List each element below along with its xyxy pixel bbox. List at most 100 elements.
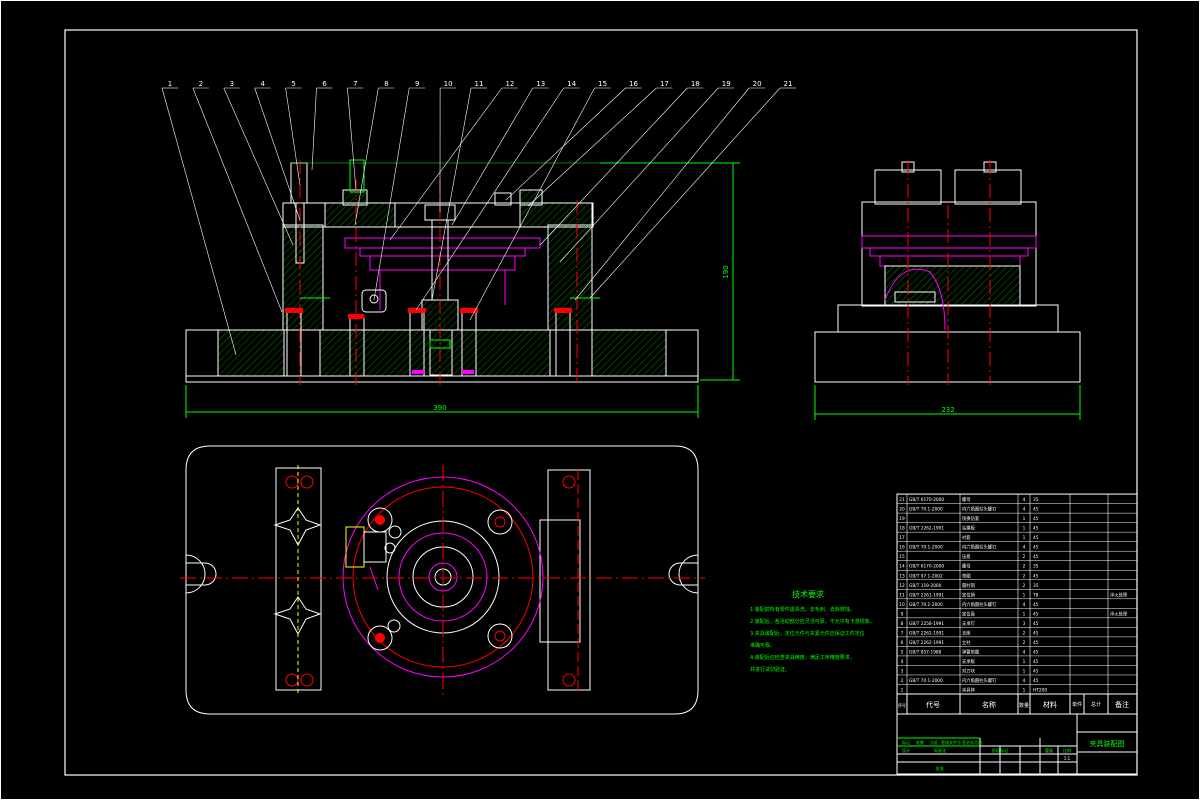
balloon-number: 21 — [784, 80, 793, 88]
balloon-number: 17 — [660, 80, 669, 88]
bom-cell: 垫圈 — [962, 572, 971, 579]
bom-cell: 2 — [901, 678, 904, 684]
tech-notes-heading: 技术要求 — [792, 589, 824, 599]
bom-cell: 45 — [1033, 554, 1039, 560]
balloon-leader — [161, 87, 237, 356]
bom-cell: 3 — [1023, 621, 1026, 627]
balloon-number: 9 — [415, 80, 419, 88]
bom-cell: 35 — [1033, 564, 1039, 570]
bom-cell: 5 — [901, 649, 904, 655]
bom-cell: 2 — [1023, 573, 1026, 579]
bom-cell: GB/T 2262-1991 — [909, 526, 944, 532]
bom-cell: 2 — [1023, 554, 1026, 560]
bom-cell: 支承钉 — [962, 620, 976, 627]
front-width-dim: 390 — [433, 404, 446, 412]
bom-cell: 3 — [901, 668, 904, 674]
tb-zone: 分区 — [930, 739, 938, 745]
bom-cell: 7 — [901, 630, 904, 636]
tb-date: 年月日 — [970, 739, 982, 745]
bom-cell: 4 — [1023, 545, 1026, 551]
balloon-leader — [311, 87, 317, 171]
balloon-number: 1 — [168, 80, 172, 88]
bom-cell: 18 — [899, 526, 905, 532]
bom-cell: 2 — [1023, 583, 1026, 589]
bom-cell: 立柱 — [962, 639, 971, 646]
tb-approve: 批准 — [936, 765, 944, 771]
balloon-number: 8 — [384, 80, 388, 88]
bom-cell: 2 — [1023, 564, 1026, 570]
technical-notes: 技术要求 1.装配前所有零件需清洗、去毛刺、去除锈蚀。 2.装配后，各活动部分应… — [750, 589, 875, 673]
bom-cell: 35 — [1033, 497, 1039, 503]
bom-cell: 1 — [1023, 516, 1026, 522]
bom-cell: 45 — [1033, 526, 1039, 532]
bom-cell: 45 — [1033, 640, 1039, 646]
bom-cell: GB/T 2262-1991 — [909, 630, 944, 636]
balloon-number: 11 — [475, 80, 484, 88]
bom-cell: 4 — [1023, 507, 1026, 513]
bom-cell: 45 — [1033, 659, 1039, 665]
bom-cell: 对刀块 — [962, 667, 976, 674]
tb-scale-value: 1:1 — [1064, 756, 1071, 761]
bom-cell: 定位盘 — [962, 610, 976, 617]
balloon-number: 7 — [353, 80, 357, 88]
bom-cell: GB/T 2258-1991 — [909, 621, 944, 627]
balloon-number: 10 — [444, 80, 453, 88]
balloon-leader — [373, 87, 410, 301]
bom-cell: 11 — [899, 592, 905, 598]
bom-cell: 内六角圆柱头螺钉 — [962, 601, 997, 608]
bom-cell: 定位销 — [962, 591, 976, 598]
bom-cell: 6 — [901, 640, 904, 646]
bom-head-index: 序号 — [898, 702, 906, 708]
bom-cell: 支座 — [962, 629, 971, 636]
bom-cell: 钻模板 — [962, 525, 976, 532]
bom-cell: GB/T 119-2000 — [909, 583, 942, 589]
bom-cell: 内六角圆柱头螺钉 — [962, 544, 997, 551]
bom-cell: GB/T 6170-2000 — [909, 564, 944, 570]
bom-cell: 45 — [1033, 649, 1039, 655]
bom-cell: 13 — [899, 573, 905, 579]
bom-cell: GB/T 97.1-2002 — [909, 573, 943, 579]
bom-cell: 45 — [1033, 678, 1039, 684]
front-height-dim: 190 — [722, 265, 730, 278]
bom-cell: 1 — [1023, 526, 1026, 532]
bom-head-remark: 备注 — [1115, 700, 1129, 709]
bom-cell: 衬套 — [962, 534, 971, 541]
balloon-leader — [574, 87, 750, 301]
bom-cell: GB/T 857-1988 — [909, 649, 942, 655]
bom-cell: GB/T 6170-2000 — [909, 497, 944, 503]
bom-cell: 45 — [1033, 621, 1039, 627]
tb-doc: 更改文件号 — [941, 739, 961, 745]
bom-cell: 圆柱销 — [962, 582, 976, 589]
side-width-dim: 232 — [941, 406, 954, 414]
balloon-leader — [285, 87, 301, 186]
tb-stage: 阶段标记 — [992, 747, 1008, 753]
balloon-number: 18 — [691, 80, 700, 88]
balloon-number: 4 — [260, 80, 265, 88]
bom-cell: 45 — [1033, 545, 1039, 551]
bom-cell: 1 — [1023, 535, 1026, 541]
balloon-leader — [451, 87, 534, 226]
bom-cell: 压板 — [962, 553, 971, 560]
bom-head-unit: 单件 — [1072, 701, 1082, 708]
bom-cell: 4 — [1023, 497, 1026, 503]
balloon-leader — [469, 87, 595, 321]
bom-head-qty: 数量 — [1019, 702, 1029, 709]
bom-cell: 21 — [899, 497, 905, 503]
bom-cell: 4 — [1023, 649, 1026, 655]
balloon-leader — [354, 87, 379, 226]
front-view: 390 190 — [185, 159, 740, 418]
bom-cell: 2 — [1023, 640, 1026, 646]
bom-cell: 4 — [1023, 678, 1026, 684]
balloon-leader — [389, 87, 503, 241]
bom-cell: 19 — [899, 516, 905, 522]
bom-cell: 9 — [901, 611, 904, 617]
balloon-number: 6 — [322, 80, 327, 88]
bom-cell: 淬火处理 — [1110, 610, 1128, 617]
tech-note-line-2: 2.装配后，各活动部分应灵活可靠，不允许有卡滞现象。 — [750, 618, 875, 625]
bom-cell: GB/T 2262-1991 — [909, 640, 944, 646]
balloon-number: 19 — [722, 80, 731, 88]
bom-cell: 20 — [899, 507, 905, 513]
